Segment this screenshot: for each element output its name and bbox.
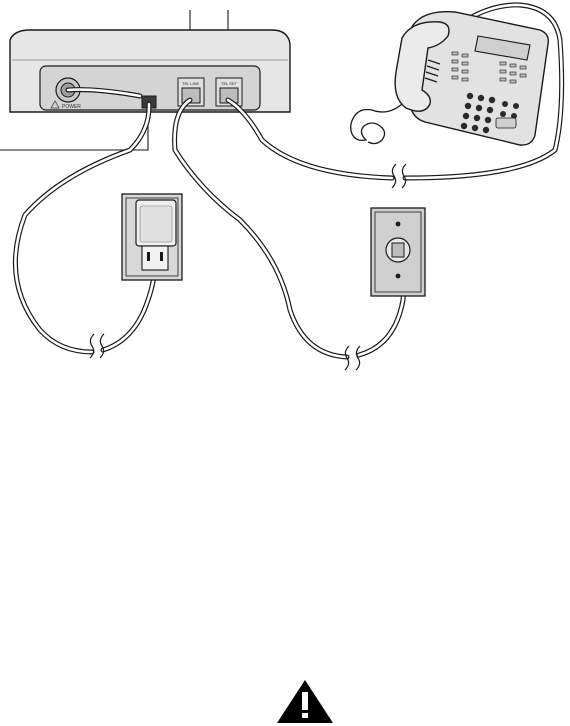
warning-triangle-icon: [277, 680, 333, 723]
desk-telephone-icon: [351, 12, 549, 145]
telephone-wall-jack-icon: [371, 208, 425, 296]
tel-set-label: TEL SET: [221, 81, 238, 86]
tel-line-label: TEL LINE: [182, 81, 200, 86]
ac-adapter-outlet: [122, 194, 182, 280]
base-unit: POWER TEL LINE TEL SET: [10, 30, 290, 112]
coiled-cord: [351, 104, 402, 144]
power-label: POWER: [62, 104, 81, 110]
